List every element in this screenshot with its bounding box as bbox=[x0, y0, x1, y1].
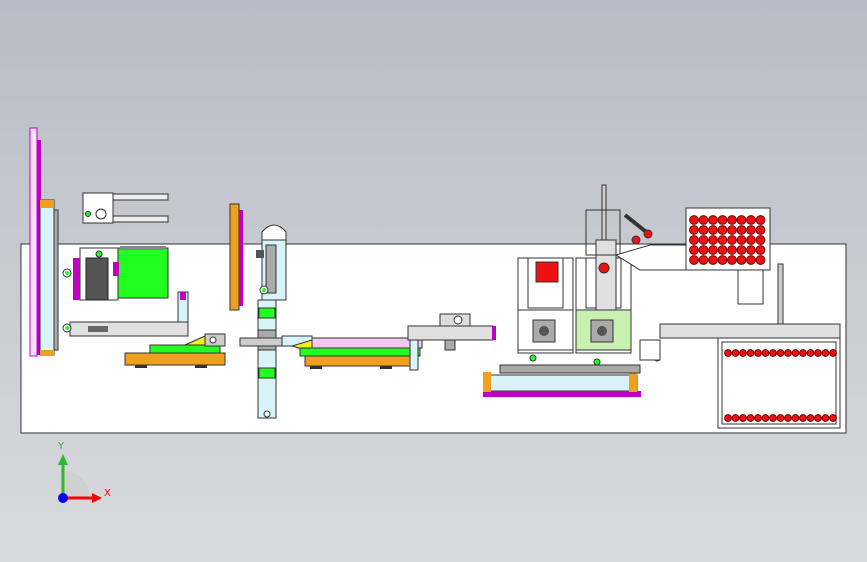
hopper-ball bbox=[746, 245, 756, 255]
tray-ball-upper bbox=[769, 349, 777, 357]
hopper-ball bbox=[708, 235, 718, 245]
hopper-ball bbox=[746, 235, 756, 245]
hopper-ball bbox=[698, 235, 709, 245]
tray-ball-upper bbox=[784, 349, 792, 357]
tray-ball-lower bbox=[799, 414, 807, 422]
hopper-ball bbox=[755, 245, 766, 255]
tray-ball-upper bbox=[814, 349, 822, 357]
tray-ball-lower bbox=[821, 414, 830, 422]
hopper-ball bbox=[708, 245, 718, 255]
hopper-ball bbox=[727, 245, 737, 255]
hopper-ball bbox=[736, 215, 747, 225]
hopper-ball bbox=[698, 215, 709, 225]
hopper-ball bbox=[746, 215, 756, 225]
view-triad bbox=[58, 454, 102, 503]
tray-ball-upper bbox=[829, 349, 837, 357]
hopper-ball bbox=[746, 255, 756, 265]
ball-arrays bbox=[689, 215, 837, 422]
triad-y-label: Y bbox=[58, 441, 65, 452]
tray-ball-upper bbox=[806, 349, 815, 357]
tray-ball-upper bbox=[739, 349, 747, 357]
hopper-ball bbox=[755, 215, 766, 225]
hopper-ball bbox=[717, 235, 728, 245]
tray-ball-upper bbox=[799, 349, 807, 357]
hopper-ball bbox=[708, 225, 718, 235]
hopper-ball bbox=[755, 235, 766, 245]
left-magenta-post bbox=[29, 127, 38, 357]
tray-ball-upper bbox=[746, 349, 755, 357]
tray-ball-lower bbox=[746, 414, 755, 422]
hopper-ball bbox=[689, 225, 699, 235]
hopper-ball bbox=[727, 255, 737, 265]
rotary-station bbox=[229, 203, 313, 419]
triad-x-label: X bbox=[104, 488, 111, 499]
center-conveyor bbox=[299, 313, 496, 371]
hopper-ball bbox=[746, 225, 756, 235]
tray-ball-upper bbox=[754, 349, 762, 357]
hopper-ball bbox=[717, 255, 728, 265]
hopper-ball bbox=[689, 255, 699, 265]
tray-ball-lower bbox=[724, 414, 732, 422]
hopper-ball bbox=[717, 225, 728, 235]
hopper-ball bbox=[736, 235, 747, 245]
hopper-ball bbox=[736, 225, 747, 235]
hopper-ball bbox=[708, 215, 718, 225]
tray-ball-lower bbox=[814, 414, 822, 422]
hopper-ball bbox=[727, 225, 737, 235]
tray-ball-upper bbox=[776, 349, 785, 357]
hopper-ball bbox=[689, 215, 699, 225]
hopper-ball bbox=[736, 245, 747, 255]
tray-ball-lower bbox=[769, 414, 777, 422]
hopper-ball bbox=[689, 245, 699, 255]
tray-ball-lower bbox=[791, 414, 800, 422]
hopper-ball bbox=[727, 235, 737, 245]
left-blue-rail bbox=[39, 199, 55, 356]
tray-ball-lower bbox=[761, 414, 770, 422]
tray-ball-upper bbox=[761, 349, 770, 357]
tray-ball-upper bbox=[731, 349, 740, 357]
tray-ball-upper bbox=[791, 349, 800, 357]
tray-ball-lower bbox=[776, 414, 785, 422]
red-coil bbox=[535, 261, 559, 283]
hopper-ball bbox=[727, 215, 737, 225]
hopper-ball bbox=[755, 255, 766, 265]
tray-ball-lower bbox=[784, 414, 792, 422]
tray-ball-lower bbox=[829, 414, 837, 422]
tray-ball-upper bbox=[724, 349, 732, 357]
tray-ball-lower bbox=[754, 414, 762, 422]
green-motor bbox=[117, 247, 169, 299]
tray-ball-lower bbox=[739, 414, 747, 422]
hopper-ball bbox=[717, 245, 728, 255]
hopper-ball bbox=[717, 215, 728, 225]
hopper-ball bbox=[698, 245, 709, 255]
lower-arm bbox=[69, 321, 189, 337]
left-feeder-station bbox=[29, 127, 226, 368]
hopper-ball bbox=[708, 255, 718, 265]
hopper-ball bbox=[755, 225, 766, 235]
tray-ball-lower bbox=[806, 414, 815, 422]
hopper-ball bbox=[698, 255, 709, 265]
hopper-ball bbox=[698, 225, 709, 235]
tray-ball-upper bbox=[821, 349, 830, 357]
tray-ball-lower bbox=[731, 414, 740, 422]
hopper-ball bbox=[736, 255, 747, 265]
hopper-ball bbox=[689, 235, 699, 245]
